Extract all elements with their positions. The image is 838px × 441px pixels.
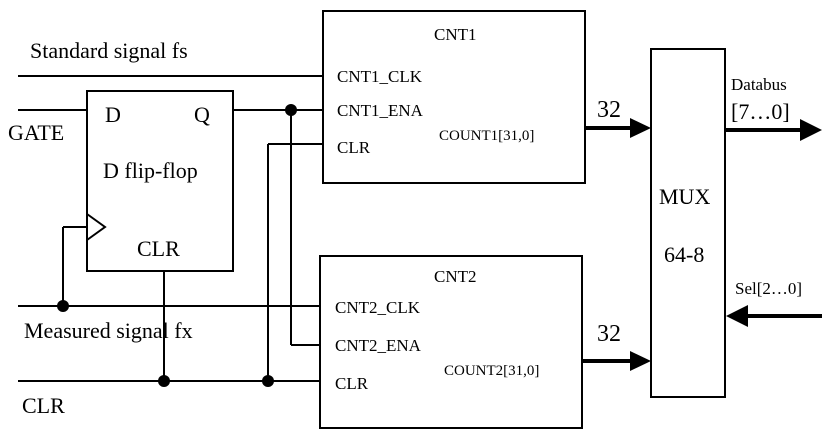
mux-title: MUX [659, 184, 710, 209]
cnt1-bus-width: 32 [597, 97, 621, 123]
mux-subtitle: 64-8 [664, 242, 704, 267]
databus-label: Databus [731, 75, 787, 94]
cnt1-pin-ena: CNT1_ENA [337, 101, 424, 120]
clock-triangle [86, 213, 107, 241]
count2-bus-arrowhead [630, 351, 651, 371]
dff-pin-clr: CLR [137, 236, 180, 261]
junction-clr-dff [158, 375, 170, 387]
mux-block [650, 48, 726, 398]
junction-clr-cnt [262, 375, 274, 387]
dff-title: D flip-flop [103, 158, 198, 183]
cnt2-pin-clr: CLR [335, 374, 369, 393]
d-flip-flop-block [86, 90, 234, 272]
cnt2-bus-width: 32 [597, 321, 621, 347]
sel-arrowhead [726, 305, 748, 327]
sel-label: Sel[2…0] [735, 279, 802, 298]
cnt2-pin-clk: CNT2_CLK [335, 298, 421, 317]
cnt1-output-label: COUNT1[31,0] [439, 128, 534, 144]
cnt2-pin-ena: CNT2_ENA [335, 336, 422, 355]
databus-arrowhead [800, 119, 822, 141]
cnt2-block [319, 255, 583, 429]
cnt2-output-label: COUNT2[31,0] [444, 363, 539, 379]
cnt1-pin-clk: CNT1_CLK [337, 67, 423, 86]
junction-fx [57, 300, 69, 312]
cnt2-title: CNT2 [434, 267, 477, 286]
dff-pin-d: D [105, 102, 121, 127]
databus-range-label: [7…0] [731, 99, 790, 124]
junction-q [285, 104, 297, 116]
dff-pin-q: Q [194, 102, 210, 127]
clr-input-label: CLR [22, 393, 65, 418]
cnt1-title: CNT1 [434, 25, 477, 44]
cnt1-pin-clr: CLR [337, 138, 371, 157]
measured-signal-label: Measured signal fx [24, 318, 193, 343]
standard-signal-label: Standard signal fs [30, 38, 188, 63]
count1-bus-arrowhead [630, 118, 651, 138]
cnt1-block [322, 10, 586, 184]
gate-label: GATE [8, 120, 64, 145]
